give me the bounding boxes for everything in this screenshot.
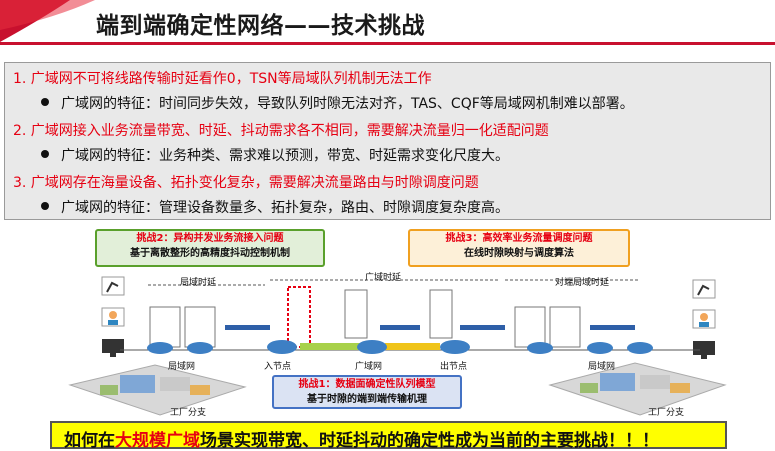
- robot-arm-icon: [101, 276, 125, 296]
- bullet-icon: [41, 150, 49, 158]
- bullet-icon: [41, 98, 49, 106]
- header-divider: [0, 42, 775, 45]
- challenge1-callout: 挑战1：数据面确定性队列模型 基于时隙的端到端传输机理: [272, 375, 462, 409]
- robot-arm-icon-right: [692, 279, 716, 299]
- router-icons: [147, 340, 653, 354]
- diagram-graphics: [68, 276, 727, 416]
- challenge-detail-2: 广域网的特征：业务种类、需求难以预测，带宽、时延需求变化尺度大。: [41, 145, 509, 165]
- conclusion-banner: 如何在大规模广域场景实现带宽、时延抖动的确定性成为当前的主要挑战！！！: [50, 421, 727, 451]
- challenge2-title: 挑战2：异构并发业务流接入问题: [136, 233, 284, 244]
- network-diagram: 挑战2：异构并发业务流接入问题 基于离散整形的高精度抖动控制机制 挑战3：高效率…: [60, 225, 775, 420]
- lan-right-label: 局域网: [588, 362, 616, 372]
- challenges-box: 1. 广域网不可将线路传输时延看作0，TSN等局域队列机制无法工作 广域网的特征…: [4, 62, 771, 220]
- egress-label: 出节点: [440, 362, 468, 372]
- challenge2-subtitle: 基于离散整形的高精度抖动控制机制: [130, 248, 290, 259]
- challenge2-callout: 挑战2：异构并发业务流接入问题 基于离散整形的高精度抖动控制机制: [95, 229, 325, 267]
- challenge-heading-3: 3. 广域网存在海量设备、拓扑变化复杂，需要解决流量路由与时隙调度问题: [13, 175, 479, 191]
- slide-header: 端到端确定性网络——技术挑战: [0, 0, 775, 42]
- factory-left-base: [68, 364, 247, 416]
- challenge1-subtitle: 基于时隙的端到端传输机理: [307, 394, 427, 405]
- operator-icon-right: [692, 309, 716, 329]
- challenge3-subtitle: 在线时隙映射与调度算法: [464, 248, 574, 259]
- packet-bars: [225, 325, 635, 330]
- ingress-label: 入节点: [264, 362, 292, 372]
- page-title: 端到端确定性网络——技术挑战: [96, 13, 425, 39]
- factory-left-label: 工厂分支: [170, 408, 207, 418]
- factory-right-label: 工厂分支: [648, 408, 685, 418]
- banner-prefix: 如何在: [64, 431, 115, 451]
- challenge-detail-3-text: 广域网的特征：管理设备数量多、拓扑复杂，路由、时隙调度复杂度高。: [61, 200, 509, 216]
- challenge-heading-2: 2. 广域网接入业务流量带宽、时延、抖动需求各不相同，需要解决流量归一化适配问题: [13, 123, 549, 139]
- computer-icon-right: [693, 341, 715, 359]
- computer-icon: [102, 339, 124, 357]
- queue-stacks: [149, 286, 581, 348]
- bullet-icon: [41, 202, 49, 210]
- wan-delay-label: 广域时延: [365, 273, 402, 283]
- brand-swoosh-icon: [0, 0, 95, 42]
- lan-left-label: 局域网: [168, 362, 196, 372]
- challenge-detail-3: 广域网的特征：管理设备数量多、拓扑复杂，路由、时隙调度复杂度高。: [41, 197, 509, 217]
- banner-highlight: 大规模广域: [115, 431, 200, 451]
- factory-right-base: [548, 362, 727, 416]
- challenge-detail-1: 广域网的特征：时间同步失效，导致队列时隙无法对齐，TAS、CQF等局域网机制难以…: [41, 93, 634, 113]
- challenge1-title: 挑战1：数据面确定性队列模型: [298, 379, 436, 390]
- challenge-heading-1: 1. 广域网不可将线路传输时延看作0，TSN等局域队列机制无法工作: [13, 71, 432, 87]
- lan-delay-right-label: 对端局域时延: [555, 278, 610, 288]
- challenge-detail-1-text: 广域网的特征：时间同步失效，导致队列时隙无法对齐，TAS、CQF等局域网机制难以…: [61, 96, 634, 112]
- banner-suffix: 场景实现带宽、时延抖动的确定性成为当前的主要挑战！！！: [200, 431, 659, 451]
- operator-icon: [101, 307, 125, 327]
- wan-label: 广域网: [355, 362, 383, 372]
- challenge3-title: 挑战3：高效率业务流量调度问题: [445, 233, 593, 244]
- challenge-detail-2-text: 广域网的特征：业务种类、需求难以预测，带宽、时延需求变化尺度大。: [61, 148, 509, 164]
- conclusion-text: 如何在大规模广域场景实现带宽、时延抖动的确定性成为当前的主要挑战！！！: [64, 426, 659, 451]
- delay-brackets: [148, 279, 640, 286]
- challenge3-callout: 挑战3：高效率业务流量调度问题 在线时隙映射与调度算法: [408, 229, 630, 267]
- lan-delay-left-label: 局域时延: [180, 278, 217, 288]
